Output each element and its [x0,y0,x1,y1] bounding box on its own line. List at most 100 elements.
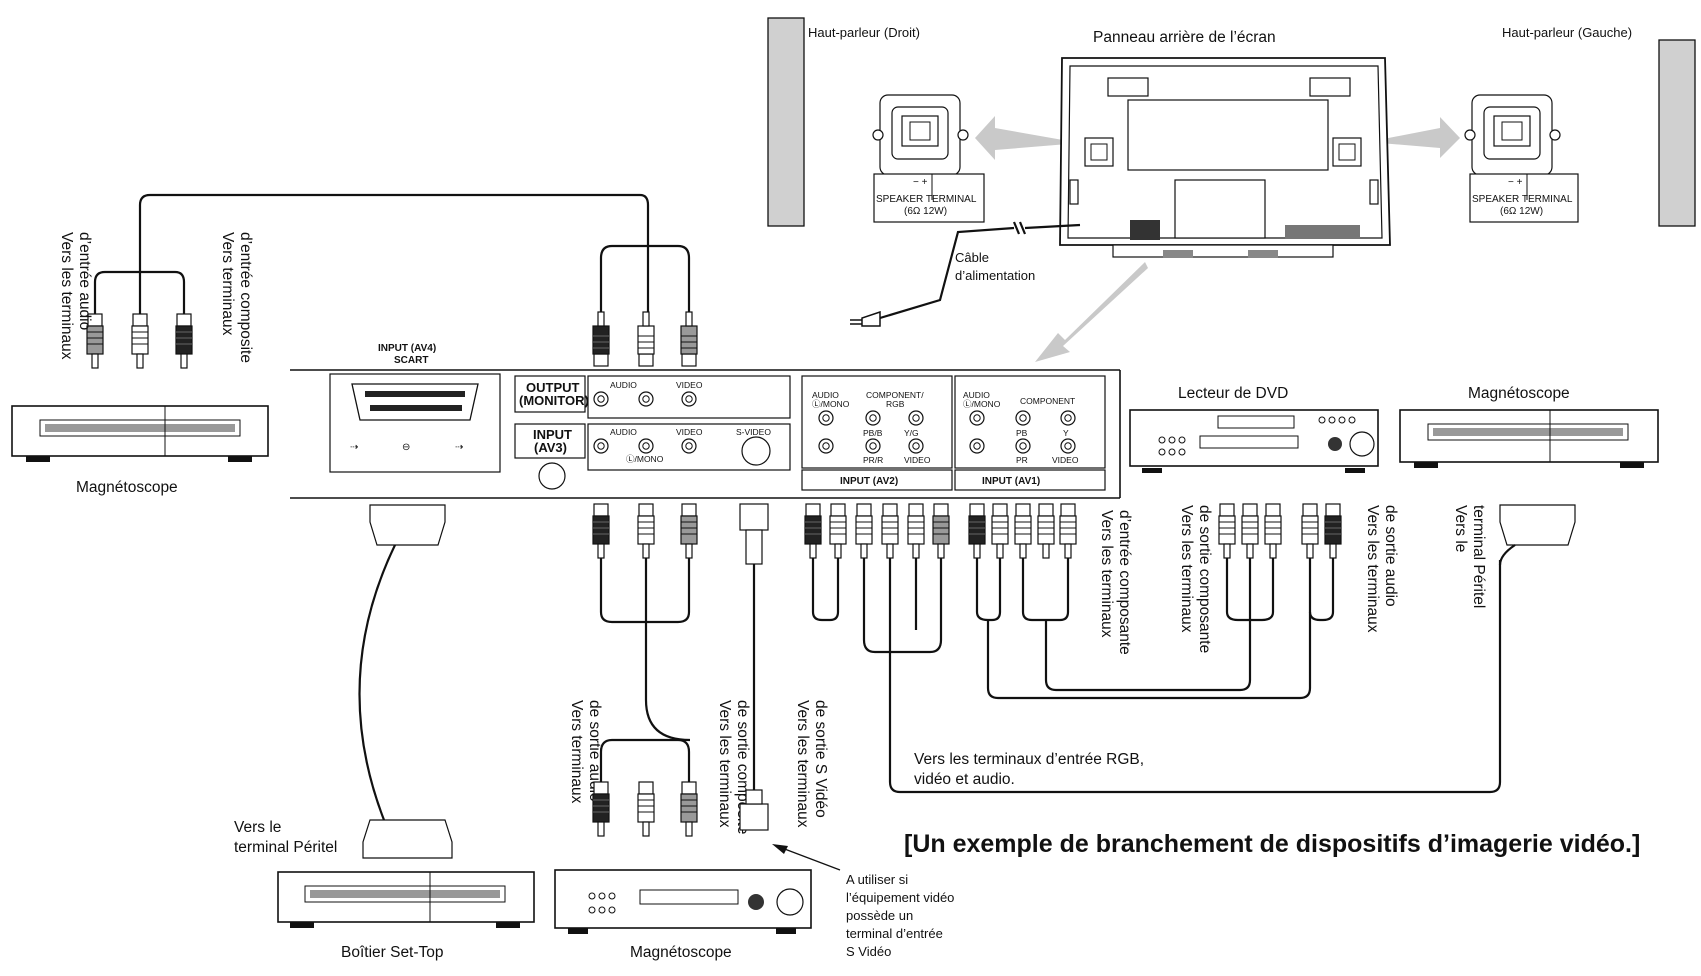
settop-box [277,871,535,928]
av3-svideo-jack[interactable] [741,436,771,466]
power-cable-label-2: d’alimentation [955,268,1035,283]
arrow-to-right-terminal [1368,117,1460,158]
vcr-bottom-label: Magnétoscope [630,944,732,961]
av2-rgb-label: RGB [886,399,905,409]
dvd-component-out-2: de sortie composante [1196,505,1213,653]
rgb-note-2: vidéo et audio. [914,771,1015,788]
scart-label: SCART [394,355,428,366]
av1-component-in-1: Vers les terminaux [1098,510,1115,638]
av1-audio-r-jack[interactable] [969,438,985,454]
vcr-left-composite-in-1: Vers terminaux [219,232,236,336]
output-video-jack[interactable] [681,391,697,407]
minus-plus-right: − + [1508,177,1523,188]
vcr-left-label: Magnétoscope [76,479,178,496]
av2-video-jack[interactable] [908,438,924,454]
settop-label: Boîtier Set-Top [341,944,444,961]
av2-audio-r-jack[interactable] [818,438,834,454]
vcr-bottom-svideo-out-2: de sortie S Vidéo [812,700,829,818]
svg-text:⇢: ⇢ [350,442,358,453]
av3-svideo-label: S-VIDEO [736,427,771,437]
av3-audio-l-jack[interactable] [638,438,654,454]
note-line-2: l’équipement vidéo [846,890,954,905]
scart-socket: ⇢ ⊖ ⇢ [329,373,501,473]
power-plug [850,310,881,327]
av2-lmono-label: Ⓛ/MONO [812,399,850,409]
av3-lmono-label: Ⓛ/MONO [626,454,664,464]
output-audio-label: AUDIO [610,380,637,390]
note-line-3: possède un [846,908,913,923]
svg-text:⇢: ⇢ [455,442,463,453]
vcr-bottom-audio-out-1: Vers terminaux [568,700,585,804]
av1-pr-jack[interactable] [1015,438,1031,454]
dvd-label: Lecteur de DVD [1178,385,1288,402]
av1-pb-jack[interactable] [1015,410,1031,426]
note-line-5: S Vidéo [846,944,891,959]
av1-pr-label: PR [1016,455,1028,465]
scart-plug-left [369,504,446,546]
vcr-bottom-svideo-out-1: Vers les terminaux [794,700,811,828]
av1-lmono-label: Ⓛ/MONO [963,399,1001,409]
dvd-audio-out-1: Vers les terminaux [1364,505,1381,633]
av1-video-jack[interactable] [1060,438,1076,454]
av2-audio-label: AUDIO [812,390,839,400]
arrow-to-panel [1035,262,1148,362]
av1-audio-l-jack[interactable] [969,410,985,426]
speaker-spec-right: (6Ω 12W) [1500,206,1543,217]
av2-y-jack[interactable] [908,410,924,426]
av1-audio-label: AUDIO [963,390,990,400]
output-audio-l-jack[interactable] [638,391,654,407]
input-av3-box [514,423,586,459]
input-av1-label: INPUT (AV1) [982,476,1040,487]
output-audio-r-jack[interactable] [593,391,609,407]
arrow-to-left-terminal [975,116,1080,160]
vcr-left [11,405,269,462]
av3-video-label: VIDEO [676,427,703,437]
vcr-left-audio-in-1: Vers les terminaux [58,232,75,360]
power-cable-label-1: Câble [955,250,989,265]
vcr-bottom-composite-out-1: Vers les terminaux [716,700,733,828]
note-line-4: terminal d’entrée [846,926,943,941]
monitor-label: (MONITOR) [519,393,589,408]
av2-pr-jack[interactable] [865,438,881,454]
av2-prr-label: PR/R [863,455,883,465]
minus-plus-left: − + [913,177,928,188]
av1-y-label: Y [1063,428,1069,438]
av1-component-label: COMPONENT [1020,396,1075,406]
av1-video-label: VIDEO [1052,455,1079,465]
rgb-note-1: Vers les terminaux d’entrée RGB, [914,751,1144,768]
av2-component-label: COMPONENT/ [866,390,924,400]
settop-peritel-2: terminal Péritel [234,839,337,856]
vcr-bottom-audio-out-2: de sortie audio [586,700,603,802]
scart-plug-right [1499,504,1576,546]
av2-video-label: VIDEO [904,455,931,465]
tv-rear-panel [1059,57,1391,258]
av1-pb-label: PB [1016,428,1028,438]
screen-rear-label: Panneau arrière de l’écran [1093,29,1276,46]
speaker-right [767,17,805,227]
note-line-1: A utiliser si [846,872,908,887]
diagram-caption: [Un exemple de branchement de dispositif… [904,830,1640,858]
dvd-component-out-1: Vers les terminaux [1178,505,1195,633]
speaker-terminal-detail-left [872,94,985,223]
av2-audio-l-jack[interactable] [818,410,834,426]
output-video-label: VIDEO [676,380,703,390]
settop-peritel-1: Vers le [234,819,281,836]
av2-pbb-label: PB/B [863,428,883,438]
svg-text:⊖: ⊖ [402,442,410,453]
speaker-left-label: Haut-parleur (Gauche) [1502,25,1632,40]
vcr-bottom [554,869,812,934]
input-av4-label: INPUT (AV4) [378,343,436,354]
vcr-right-peritel-1: Vers le [1452,505,1469,552]
av3-video-jack[interactable] [681,438,697,454]
speaker-spec-left: (6Ω 12W) [904,206,947,217]
av3-audio-r-jack[interactable] [593,438,609,454]
speaker-right-label: Haut-parleur (Droit) [808,25,920,40]
av1-y-jack[interactable] [1060,410,1076,426]
speaker-left [1658,39,1696,227]
dvd-player [1129,409,1379,473]
vcr-left-composite-in-2: d’entrée composite [237,232,254,363]
output-label: OUTPUT [526,380,580,395]
vcr-right-peritel-2: terminal Péritel [1470,505,1487,608]
av3-button[interactable] [538,462,566,490]
av2-pb-jack[interactable] [865,410,881,426]
